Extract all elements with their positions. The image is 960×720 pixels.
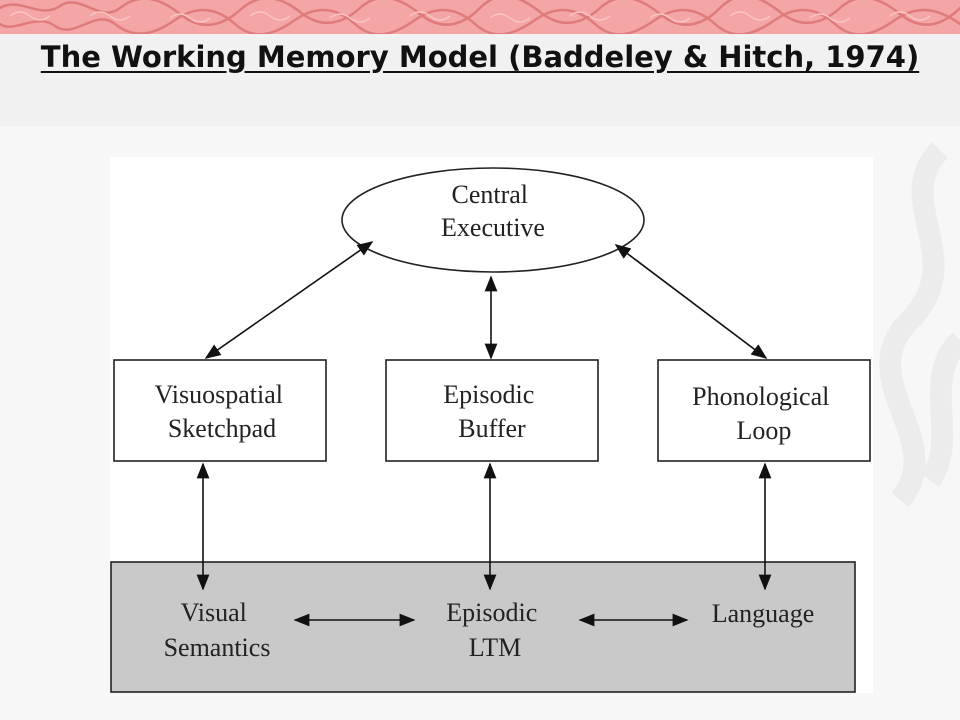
working-memory-diagram: Central Executive Visuospatial Sketchpad…: [110, 157, 873, 693]
page-title: The Working Memory Model (Baddeley & Hit…: [40, 40, 920, 74]
phonological-loop-node: [657, 359, 871, 462]
language-label: Language: [712, 599, 815, 628]
brain-pattern-band: [0, 0, 960, 34]
visual-semantics-label: Visual Semantics: [164, 598, 271, 662]
diagram-canvas: Central Executive Visuospatial Sketchpad…: [110, 167, 871, 693]
episodic-buffer-label: Episodic Buffer: [443, 380, 541, 443]
visuospatial-sketchpad-node: [113, 359, 327, 462]
phonological-loop-label: Phonological Loop: [692, 382, 836, 445]
episodic-buffer-node: [385, 359, 599, 462]
central-executive-label: Central Executive: [441, 180, 545, 242]
watermark-swirl-icon: [879, 142, 960, 508]
visuospatial-sketchpad-label: Visuospatial Sketchpad: [155, 380, 290, 443]
executive-loop-arrow: [614, 244, 768, 359]
episodic-ltm-label: Episodic LTM: [446, 598, 544, 662]
long-term-memory-panel: [110, 561, 856, 693]
executive-sketchpad-arrow: [204, 241, 374, 359]
title-area: [0, 34, 960, 126]
central-executive-node: [341, 167, 645, 273]
